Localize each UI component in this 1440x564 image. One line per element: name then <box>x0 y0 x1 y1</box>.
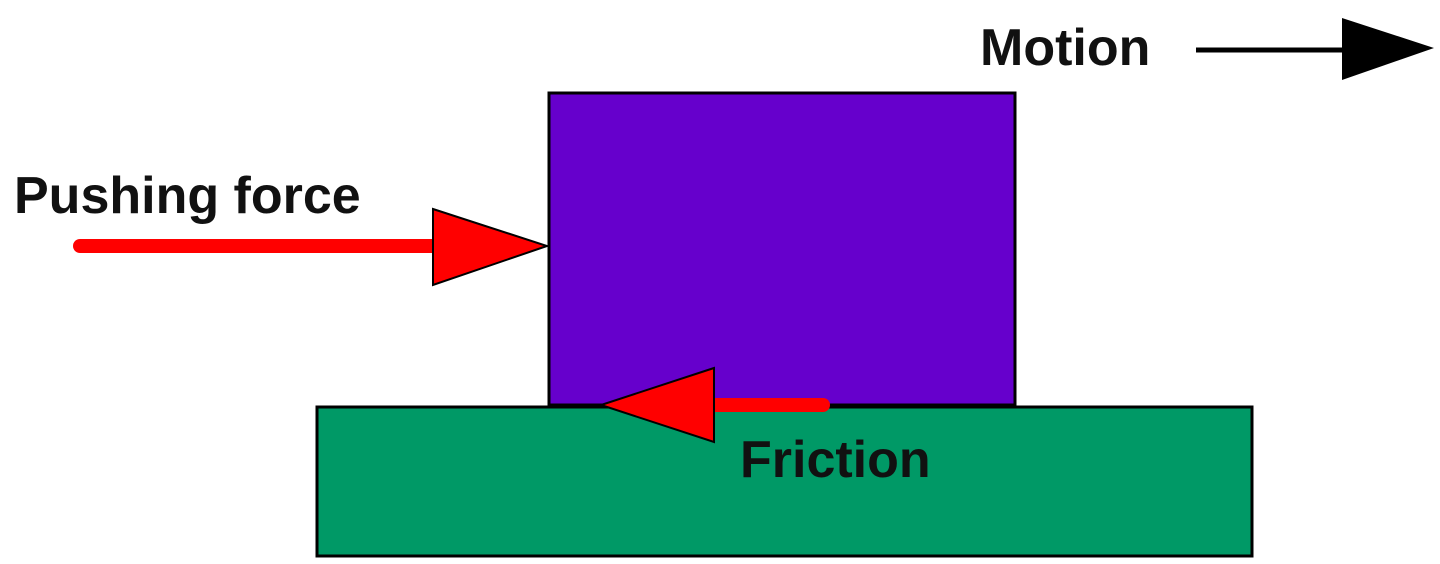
motion-arrowhead <box>1342 18 1434 80</box>
motion-arrow <box>1196 18 1434 80</box>
motion-label: Motion <box>980 19 1150 77</box>
pushing-force-label: Pushing force <box>14 167 361 225</box>
friction-arrow <box>597 366 830 444</box>
pushing-force-arrowhead <box>432 207 551 287</box>
block <box>547 91 1017 407</box>
pushing-force-arrow <box>73 207 551 287</box>
friction-label: Friction <box>740 431 931 489</box>
friction-arrowhead <box>597 366 715 444</box>
surface <box>315 405 1254 558</box>
